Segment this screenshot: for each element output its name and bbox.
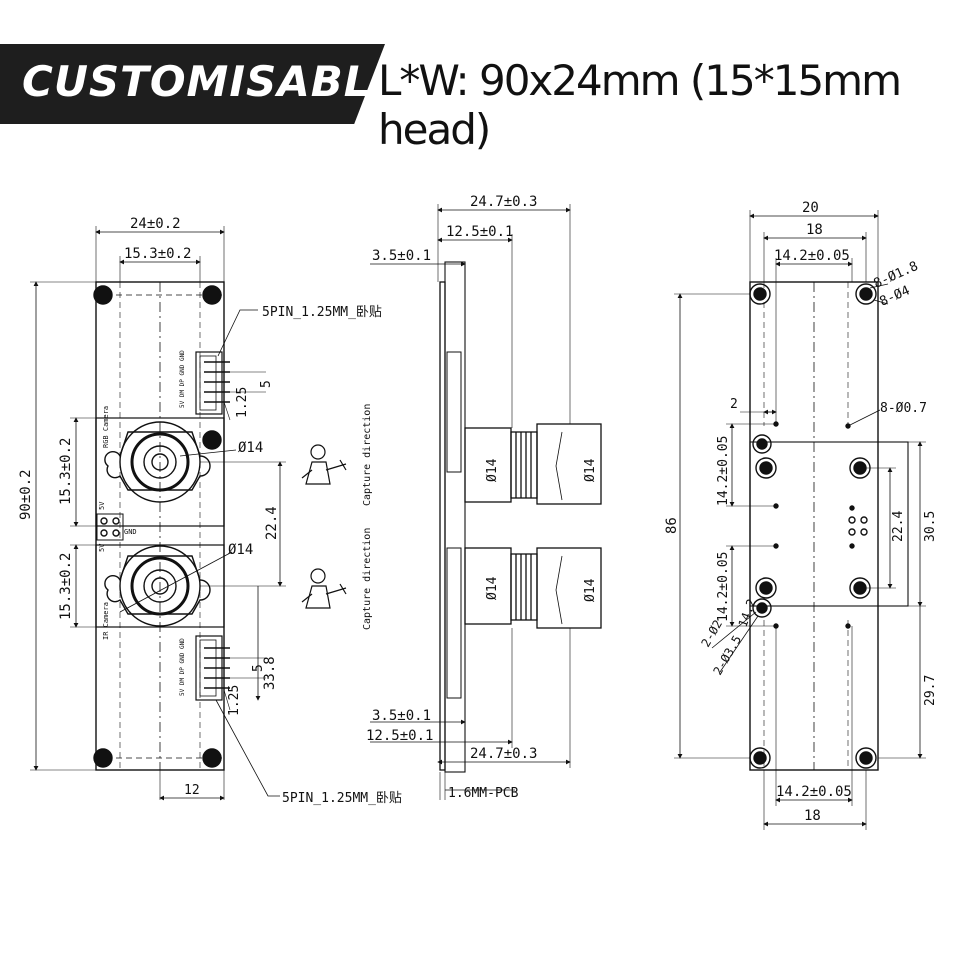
side-view-labels: 24.7±0.3 12.5±0.1 3.5±0.1 3.5±0.1 12.5±0… (366, 194, 598, 801)
front-connector-offset: 33.8 (262, 656, 278, 690)
person-icon (301, 568, 347, 609)
back-small-holes-1: 2-Ø2 (698, 617, 725, 649)
rgb-camera-head (95, 417, 225, 527)
front-view-labels: 24±0.2 15.3±0.2 90±0.2 15.3±0.2 15.3±0.2… (18, 216, 402, 806)
side-lens-dia-1: Ø14 (485, 458, 500, 482)
side-lens-dia-4: Ø14 (583, 578, 598, 602)
mount-hole (202, 748, 222, 768)
back-left-142-b: 14.2±0.05 (716, 552, 731, 622)
mount-hole (93, 285, 113, 305)
pin-pitch-top: 5 (259, 380, 274, 388)
back-length-86: 86 (664, 517, 680, 534)
side-step-top: 3.5±0.1 (372, 248, 431, 264)
side-total-bottom: 24.7±0.3 (470, 746, 537, 762)
back-width-total: 20 (802, 200, 819, 216)
banner-dimensions: L*W: 90x24mm (15*15mm head) (378, 56, 902, 154)
pin-gap-top: 1.25 (235, 387, 250, 418)
side-lens-barrel-top (536, 423, 602, 505)
back-spacing-224: 22.4 (891, 511, 906, 542)
mount-hole (202, 285, 222, 305)
back-bottom-width-inner: 14.2±0.05 (776, 784, 852, 800)
banner-background (0, 44, 385, 124)
side-lens-dia-3: Ø14 (485, 576, 500, 600)
back-spacing-297: 29.7 (923, 675, 938, 706)
back-offset-2: 2 (730, 397, 738, 412)
back-width-mid: 18 (806, 222, 823, 238)
pcb-thickness-label: 1.6MM-PCB (448, 786, 519, 801)
rgb-camera-label: RGB Camera (102, 406, 110, 448)
top-connector (195, 351, 223, 415)
back-bottom-width-mid: 18 (804, 808, 821, 824)
side-lens-dia-2: Ø14 (583, 458, 598, 482)
pad-5v-2: 5V (98, 543, 106, 552)
back-width-inner: 14.2±0.05 (774, 248, 850, 264)
pcb-edge (439, 281, 446, 771)
front-lens-dia-top: Ø14 (238, 440, 263, 456)
back-view (674, 210, 926, 830)
banner-title: CUSTOMISABLE (22, 57, 402, 106)
front-lens-spacing: 22.4 (264, 506, 280, 540)
back-view-labels: 20 18 14.2±0.05 8-Ø1.8 8-Ø4 8-Ø0.7 2 86 … (664, 200, 938, 824)
mount-hole (93, 748, 113, 768)
back-hole-small: 8-Ø0.7 (880, 401, 927, 416)
front-length-total: 90±0.2 (18, 469, 34, 520)
front-width-total: 24±0.2 (130, 216, 181, 232)
side-total-top: 24.7±0.3 (470, 194, 537, 210)
back-head-plate (749, 441, 909, 607)
banner: CUSTOMISABLE L*W: 90x24mm (15*15mm head) (0, 0, 960, 154)
front-view (30, 226, 286, 801)
front-width-inner: 15.3±0.2 (124, 246, 191, 262)
pad-5v: 5V (98, 501, 106, 510)
front-lens-dia-bottom: Ø14 (228, 542, 253, 558)
capture-label-top: Capture direction (362, 404, 373, 506)
pad-gnd: GND (124, 528, 137, 536)
front-head-height-top: 15.3±0.2 (58, 438, 74, 505)
front-head-height-bottom: 15.3±0.2 (58, 553, 74, 620)
side-lens-thread-bottom (510, 553, 538, 621)
back-left-142-a: 14.2±0.05 (716, 436, 731, 506)
connector-bottom-label: 5PIN_1.25MM_卧贴 (282, 791, 402, 806)
capture-label-bottom: Capture direction (362, 528, 373, 630)
back-spacing-305: 30.5 (923, 511, 938, 542)
side-inner-top: 12.5±0.1 (446, 224, 513, 240)
side-lens-barrel-bottom (536, 547, 602, 629)
side-lens-thread-top (510, 431, 538, 499)
pin-gap-bottom: 1.25 (227, 685, 242, 716)
pins-top: 5V DM DP GND GND (179, 350, 186, 408)
pins-bottom: 5V DM DP GND GND (179, 638, 186, 696)
connector-top-label: 5PIN_1.25MM_卧贴 (262, 305, 382, 320)
side-step-bottom: 3.5±0.1 (372, 708, 431, 724)
pin-pitch-bottom: 5 (251, 664, 266, 672)
capture-direction (301, 444, 347, 609)
mount-hole (202, 430, 222, 450)
person-icon (301, 444, 347, 485)
side-inner-bottom: 12.5±0.1 (366, 728, 433, 744)
ir-camera-label: IR Camera (102, 602, 110, 640)
front-bottom-width: 12 (184, 783, 200, 798)
side-view (370, 204, 602, 800)
